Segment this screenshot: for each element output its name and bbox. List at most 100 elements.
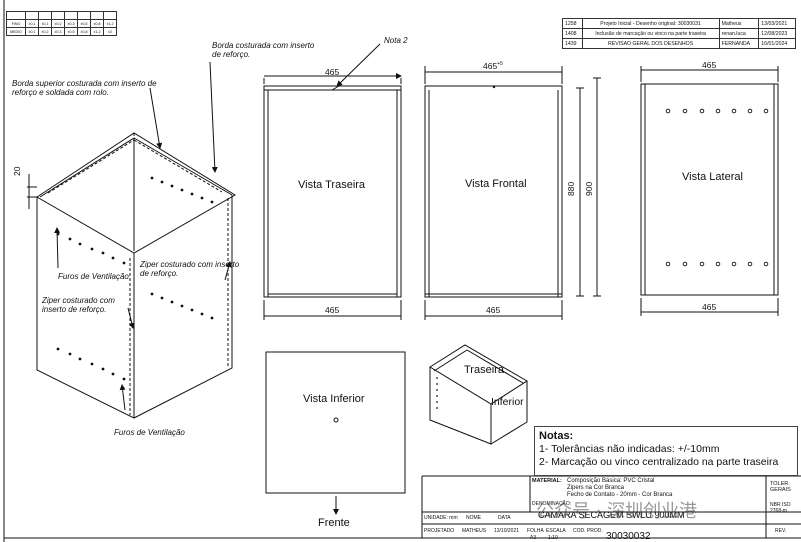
dim-880: 880: [566, 181, 576, 196]
revision-date: 12/08/2023: [758, 28, 796, 39]
sheet-label: FOLHA: [527, 528, 544, 534]
tolerance-cell: ±0,2: [51, 19, 65, 28]
tolerance-cell: ±0,5: [64, 27, 78, 36]
side-view-label: Vista Lateral: [682, 171, 743, 183]
nota2-label: Nota 2: [384, 36, 408, 45]
tolerance-cell: [90, 11, 104, 20]
dim-rear-top: 465: [325, 67, 340, 77]
iso-box: [429, 344, 528, 445]
code-label: COD. PROD.: [573, 528, 603, 534]
front-view: [424, 66, 601, 320]
tolerance-cell: [25, 11, 39, 20]
tolerance-cell: MEDIO: [6, 27, 26, 36]
zipper-left-note: Ziper costurado com inserto de reforço.: [42, 296, 115, 314]
revision-desc: Inclusão de marcação ou vinco na parte t…: [581, 28, 720, 39]
material-line: Zipers na Cor Branca: [567, 485, 625, 491]
tolerance-cell: ±0,8: [77, 27, 91, 36]
iso-bottom-label: Inferior: [491, 396, 524, 408]
vent-note-1: Furos de Ventilação: [58, 272, 129, 281]
tolerance-cell: ±1,2: [90, 27, 104, 36]
dim-20: 20: [12, 166, 22, 176]
scale-value: 1:10: [548, 535, 558, 541]
scale-label: ESCALA: [546, 528, 566, 534]
revision-by: Matheus: [718, 18, 760, 29]
revision-by: FERNANDA: [718, 38, 760, 49]
vent-note-2: Furos de Ventilação: [114, 428, 185, 437]
revision-date: 13/03/2021: [758, 18, 796, 29]
iso-label: NBR ISO 2768-m: [770, 502, 791, 514]
tolerance-cell: [51, 11, 65, 20]
tolerance-cell: [64, 11, 78, 20]
date-header: DATA: [498, 515, 511, 521]
projected-date: 13/10/2021: [494, 528, 520, 534]
side-view: [640, 66, 779, 316]
name-header: NOME: [466, 515, 481, 521]
toler-label: TOLER. GERAIS: [770, 481, 791, 493]
revision-desc: Projeto Inicial - Desenho original: 3003…: [581, 18, 720, 29]
tolerance-cell: FINO: [6, 19, 26, 28]
notes-box: Notas: 1- Tolerâncias não indicadas: +/-…: [534, 426, 798, 476]
dim-front-bottom: 465: [486, 305, 501, 315]
revision-num: 1258: [562, 18, 583, 29]
bottom-view: [265, 351, 406, 515]
tolerance-cell: [77, 11, 91, 20]
unit-label: UNIDADE: mm: [424, 515, 458, 521]
revision-date: 16/01/2024: [758, 38, 796, 49]
iso-rear-label: Traseira: [464, 364, 504, 376]
watermark: 公众号 · 深圳创业港: [536, 501, 698, 522]
revision-by: renan.luca: [718, 28, 760, 39]
tolerance-cell: [6, 11, 26, 20]
front-view-label: Vista Frontal: [465, 178, 527, 190]
tolerance-cell: ±0,2: [38, 27, 52, 36]
tolerance-cell: ±0,1: [38, 19, 52, 28]
tolerance-row: [6, 11, 117, 20]
front-direction-label: Frente: [318, 517, 350, 529]
note-2: 2- Marcação ou vinco centralizado na par…: [539, 456, 779, 468]
rear-view: [263, 43, 402, 320]
tolerance-row: FINO±0,1±0,1±0,2±0,3±0,5±0,8±1,2: [6, 19, 117, 28]
denom-label: DENOMINAÇÃO:: [532, 501, 572, 507]
notes-title: Notas:: [539, 430, 574, 442]
tolerance-cell: [103, 11, 117, 20]
sheet-value: A3: [530, 535, 537, 541]
bottom-view-label: Vista Inferior: [303, 393, 365, 405]
material-label: MATERIAL:: [532, 478, 562, 484]
revision-num: 1439: [562, 38, 583, 49]
material-line: Composição Básica: PVC Cristal: [567, 478, 655, 484]
tolerance-cell: ±0,5: [77, 19, 91, 28]
tolerance-cell: ±0,3: [64, 19, 78, 28]
sewn-edge-note: Borda costurada com inserto de reforço.: [212, 41, 315, 59]
zipper-right-note: Ziper costurado com inserto de reforço.: [140, 260, 240, 278]
dim-side-bottom: 465: [702, 302, 717, 312]
tolerance-cell: [38, 11, 52, 20]
dim-front-top: 465+5: [483, 61, 503, 71]
material-line: Fecho de Contato - 20mm - Cor Branca: [567, 492, 673, 498]
dim-side-top: 465: [702, 60, 717, 70]
projected-name: MATHEUS: [462, 528, 487, 534]
revision-num: 1408: [562, 28, 583, 39]
tolerance-cell: ±0,8: [90, 19, 104, 28]
dim-rear-bottom: 465: [325, 305, 340, 315]
denom-value: CAMARA SECAGEM SWLU 900MM: [538, 510, 685, 520]
dim-900: 900: [584, 181, 594, 196]
rear-view-label: Vista Traseira: [298, 179, 366, 191]
revision-desc: REVISAO GERAL DOS DESENHOS: [581, 38, 720, 49]
tolerance-row: MEDIO±0,1±0,2±0,3±0,5±0,8±1,2±2: [6, 27, 117, 36]
isometric-tent: [27, 132, 236, 419]
tolerance-cell: ±0,1: [25, 19, 39, 28]
note-1: 1- Tolerâncias não indicadas: +/-10mm: [539, 443, 720, 455]
projected-label: PROJETADO: [424, 528, 455, 534]
tolerance-cell: ±0,1: [25, 27, 39, 36]
code-value: 30030032: [606, 531, 651, 542]
rev-label: REV.: [775, 528, 787, 534]
ventilation-holes: [56, 176, 214, 381]
tolerance-cell: ±1,2: [103, 19, 117, 28]
tolerance-cell: ±2: [103, 27, 117, 36]
